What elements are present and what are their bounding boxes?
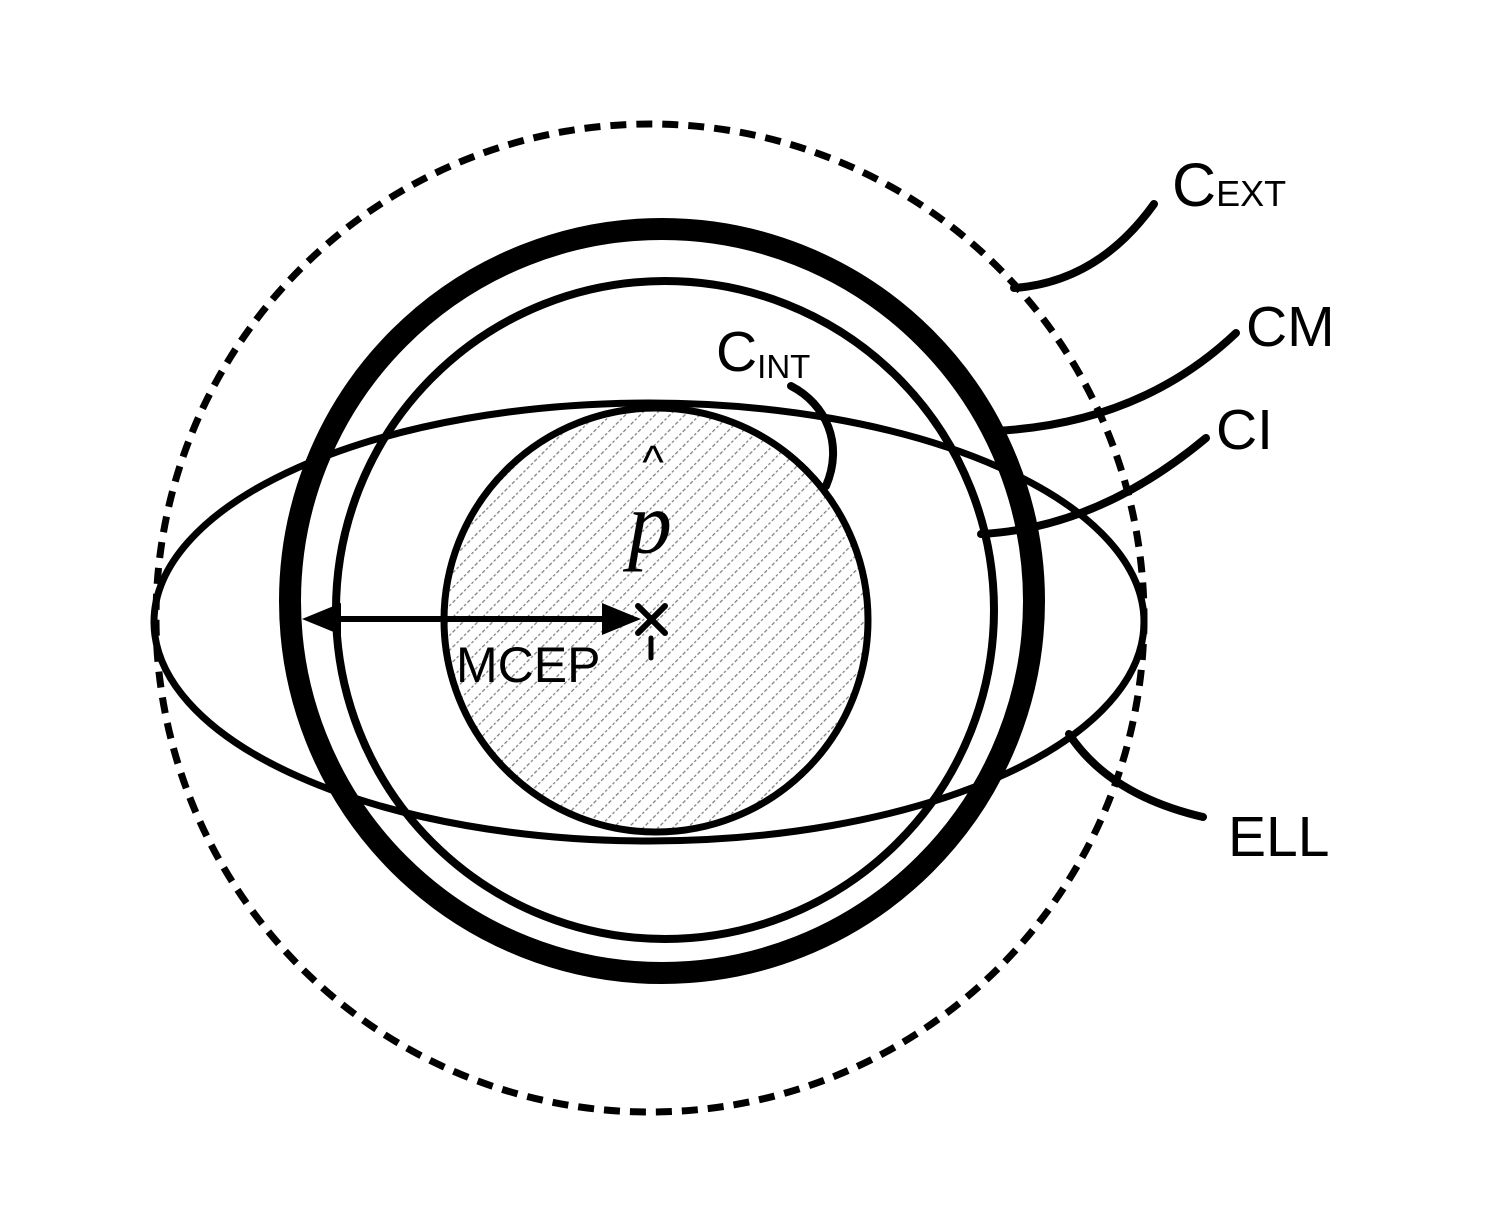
label-ell: ELL	[1228, 805, 1329, 869]
ci-leader-line	[977, 434, 1210, 538]
label-p-estimate: p	[622, 476, 672, 573]
mcep-arrow	[302, 603, 641, 635]
label-ci: CI	[1216, 398, 1273, 462]
label-c-int: CINT	[716, 320, 810, 385]
cm-circle	[279, 218, 1045, 984]
c-ext-dashed-circle	[152, 120, 1148, 1116]
mcep-arrowhead-left	[302, 603, 341, 635]
cm-leader-line	[990, 329, 1240, 435]
c-int-leader-line	[787, 382, 838, 490]
ell-leader-line	[1065, 730, 1207, 821]
label-cm: CM	[1246, 295, 1335, 359]
label-mcep: MCEP	[456, 637, 600, 693]
label-c-ext: CEXT	[1172, 151, 1286, 219]
c-ext-leader-line	[1010, 200, 1158, 292]
point-x-marker	[635, 603, 668, 661]
p-hat-accent: ^	[642, 436, 664, 488]
mcep-arrowhead-right	[602, 603, 641, 635]
